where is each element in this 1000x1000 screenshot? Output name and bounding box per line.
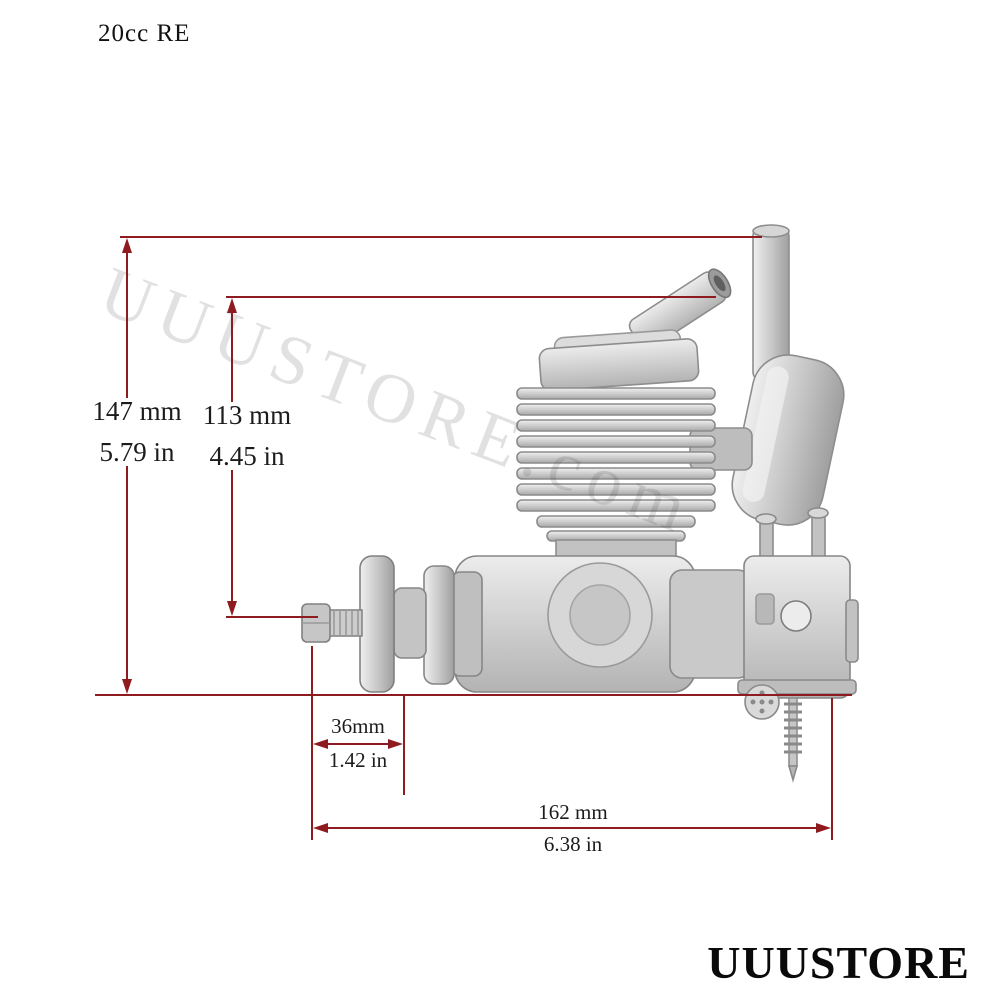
needle-valve-spring xyxy=(784,697,802,783)
page-title: 20cc RE xyxy=(98,20,191,47)
carburetor-intake xyxy=(628,268,732,350)
dim-label-overall-length-in: 6.38 in xyxy=(530,834,616,855)
engine-illustration xyxy=(301,224,859,783)
dim-line-overall-height xyxy=(95,236,852,696)
dim-inner-height-in: 4.45 in xyxy=(209,441,285,471)
dim-inner-height-mm: 113 mm xyxy=(202,400,292,430)
cylinder-fins xyxy=(516,387,716,542)
dim-label-front-length-mm: 36mm xyxy=(322,716,394,737)
prop-shaft-assembly xyxy=(301,555,483,693)
dim-label-overall-length-mm: 162 mm xyxy=(527,802,619,823)
dimension-lines xyxy=(95,236,852,840)
dim-label-overall-height: 147 mm 5.79 in xyxy=(84,398,190,466)
rear-mount-bracket xyxy=(737,507,859,699)
dim-overall-height-in: 5.79 in xyxy=(99,437,175,467)
muffler-pipe xyxy=(752,224,790,381)
dim-overall-height-mm: 147 mm xyxy=(92,396,182,426)
mount-flange xyxy=(744,684,780,720)
store-logo-text: UUUSTORE xyxy=(707,937,970,988)
dim-line-overall-length xyxy=(313,698,833,840)
dim-label-inner-height: 113 mm 4.45 in xyxy=(196,402,298,470)
crankcase xyxy=(454,555,751,693)
dim-line-front-length xyxy=(311,646,405,840)
muffler xyxy=(731,354,845,526)
cylinder-head-cap xyxy=(538,329,700,392)
dim-label-front-length-in: 1.42 in xyxy=(318,750,398,771)
